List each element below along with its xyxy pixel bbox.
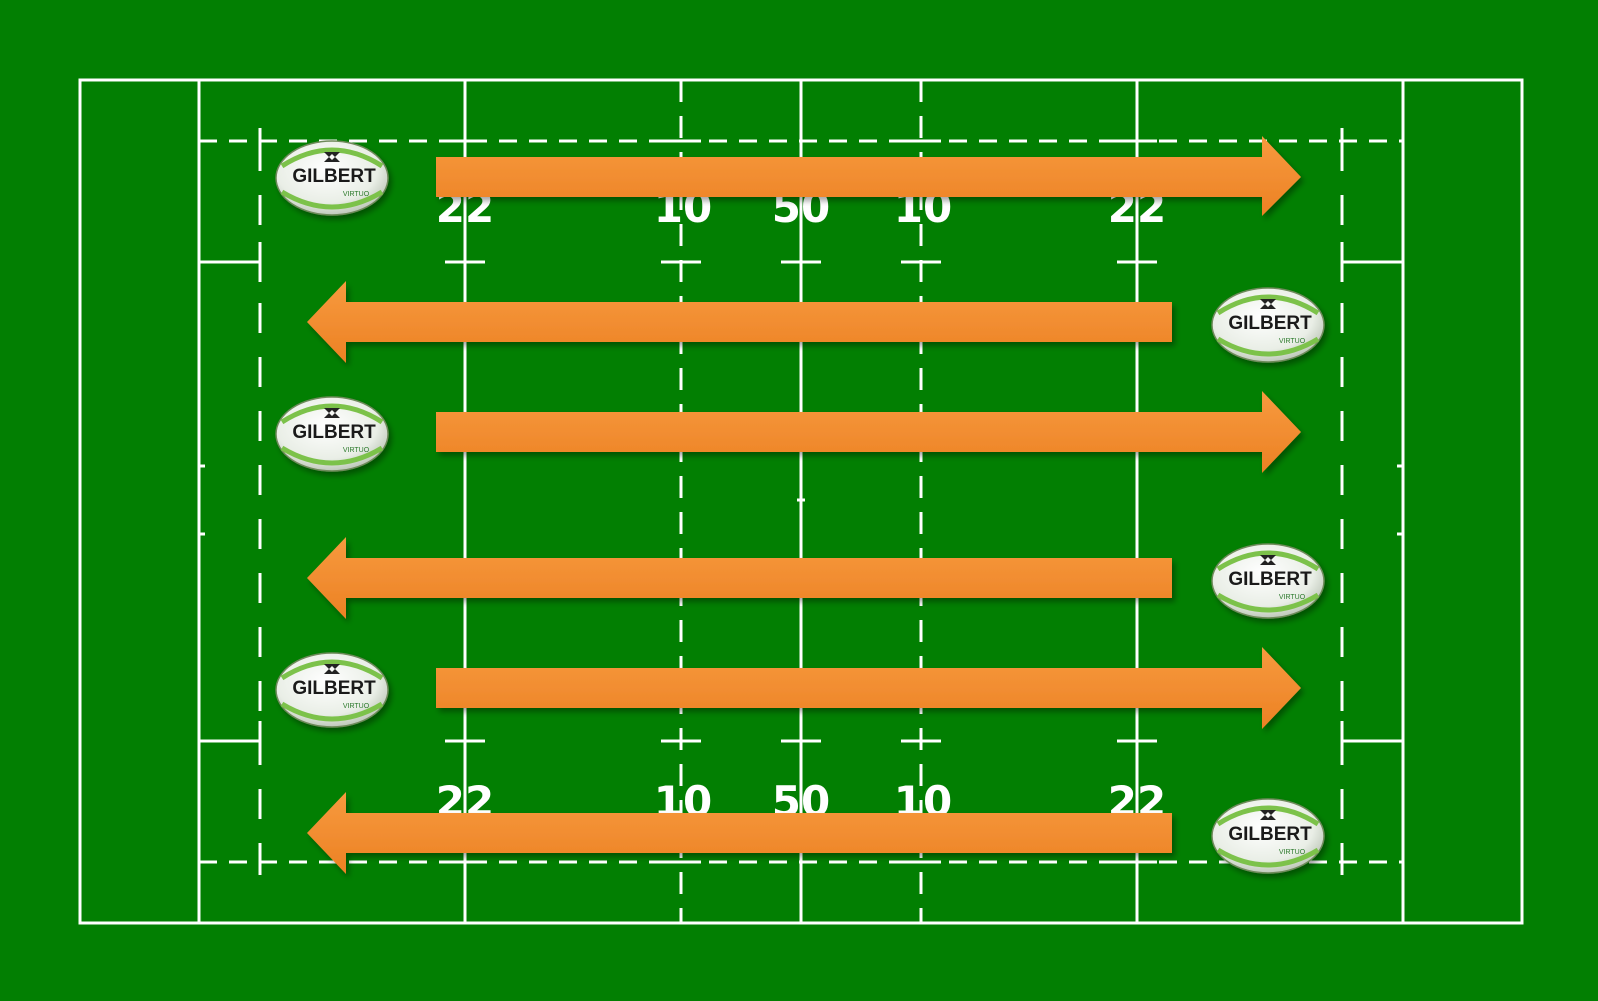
- arrow-right-5: [436, 647, 1301, 729]
- ball-brand-label: GILBERT: [292, 422, 376, 443]
- arrow-left-2: [307, 281, 1172, 363]
- rugby-ball-icon: GILBERT VIRTUO: [1212, 288, 1324, 362]
- arrow-left-4: [307, 537, 1172, 619]
- rugby-ball-icon: GILBERT VIRTUO: [1212, 544, 1324, 618]
- ball-model-label: VIRTUO: [343, 447, 370, 454]
- rugby-ball-icon: GILBERT VIRTUO: [1212, 799, 1324, 873]
- rugby-ball-icon: GILBERT VIRTUO: [276, 653, 388, 727]
- ball-brand-label: GILBERT: [1228, 569, 1312, 590]
- rugby-ball-icon: GILBERT VIRTUO: [276, 141, 388, 215]
- ball-model-label: VIRTUO: [1279, 594, 1306, 601]
- ball-brand-label: GILBERT: [292, 678, 376, 699]
- arrows: [307, 136, 1301, 874]
- rugby-ball-icon: GILBERT VIRTUO: [276, 397, 388, 471]
- arrow-right-3: [436, 391, 1301, 473]
- ball-model-label: VIRTUO: [343, 703, 370, 710]
- ball-model-label: VIRTUO: [1279, 849, 1306, 856]
- ball-model-label: VIRTUO: [1279, 338, 1306, 345]
- ball-brand-label: GILBERT: [292, 166, 376, 187]
- ball-brand-label: GILBERT: [1228, 313, 1312, 334]
- ball-brand-label: GILBERT: [1228, 824, 1312, 845]
- ball-model-label: VIRTUO: [343, 191, 370, 198]
- arrow-right-1: [436, 136, 1301, 216]
